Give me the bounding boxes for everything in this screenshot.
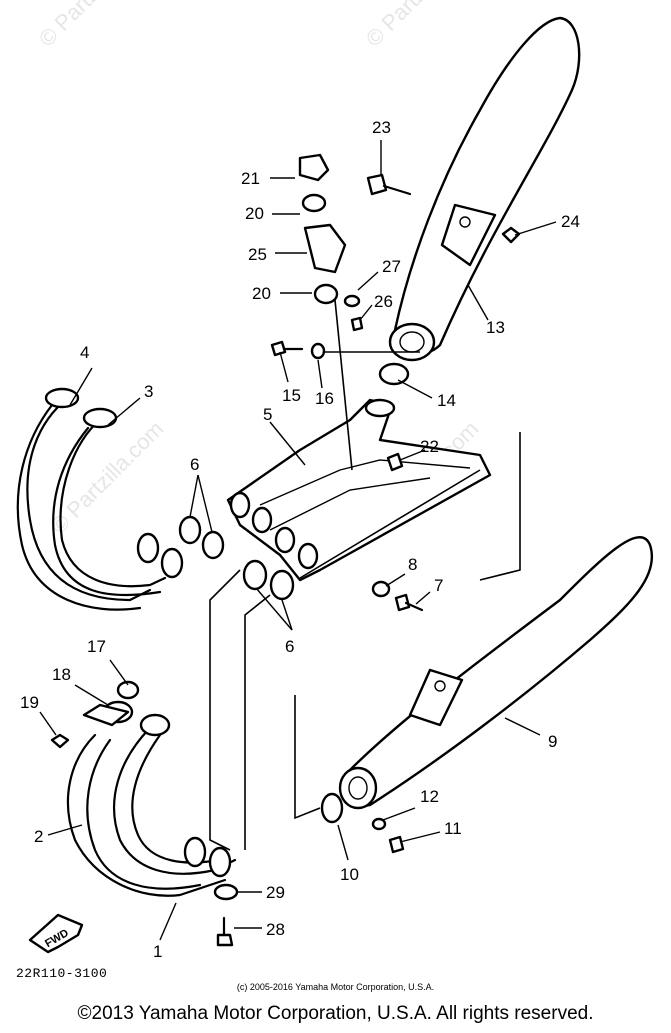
watermark: © Partzilla.com [46, 416, 169, 539]
callout-5: 5 [263, 405, 272, 424]
assembly-lines [209, 299, 521, 851]
callout-12: 12 [420, 787, 439, 806]
lower-muffler [338, 536, 654, 810]
callout-22: 22 [420, 437, 439, 456]
callout-20b: 20 [252, 284, 271, 303]
callout-27: 27 [382, 257, 401, 276]
leader-lines [39, 140, 557, 941]
callout-18: 18 [52, 665, 71, 684]
callout-13: 13 [486, 318, 505, 337]
small-copyright: (c) 2005-2016 Yamaha Motor Corporation, … [236, 982, 435, 992]
callout-7: 7 [434, 576, 443, 595]
lower-header-pipes [66, 700, 237, 897]
callout-6b: 6 [285, 637, 294, 656]
callout-28: 28 [266, 920, 285, 939]
callout-15: 15 [282, 386, 301, 405]
callout-8: 8 [408, 555, 417, 574]
watermark: © Partzilla.com [361, 0, 484, 52]
callout-25: 25 [248, 245, 267, 264]
callout-10: 10 [340, 865, 359, 884]
upper-muffler [388, 16, 581, 362]
callout-1: 1 [153, 942, 162, 961]
callout-6a: 6 [190, 455, 199, 474]
callout-26: 26 [374, 292, 393, 311]
hardware [50, 153, 424, 947]
callout-9: 9 [548, 732, 557, 751]
fwd-arrow: FWD [28, 913, 84, 954]
callout-20a: 20 [245, 204, 264, 223]
callout-19: 19 [20, 693, 39, 712]
gaskets-6 [178, 515, 295, 601]
callout-21: 21 [241, 169, 260, 188]
callout-4: 4 [80, 343, 89, 362]
crossover-pipe [226, 398, 492, 582]
part-number-callouts: 1 2 3 4 5 6 6 7 8 9 10 11 12 13 14 15 16… [20, 118, 580, 961]
callout-2: 2 [34, 827, 43, 846]
callout-24: 24 [561, 212, 580, 231]
callout-17: 17 [87, 637, 106, 656]
callout-11: 11 [444, 819, 462, 838]
callout-29: 29 [266, 883, 285, 902]
callout-14: 14 [437, 391, 456, 410]
diagram-code: 22R110-3100 [16, 966, 108, 981]
callout-16: 16 [315, 389, 334, 408]
watermark: © Partzilla.com [34, 0, 157, 52]
callout-23: 23 [372, 118, 391, 137]
callout-3: 3 [144, 382, 153, 401]
main-copyright: ©2013 Yamaha Motor Corporation, U.S.A. A… [77, 1003, 594, 1024]
upper-header-pipes [16, 387, 184, 611]
